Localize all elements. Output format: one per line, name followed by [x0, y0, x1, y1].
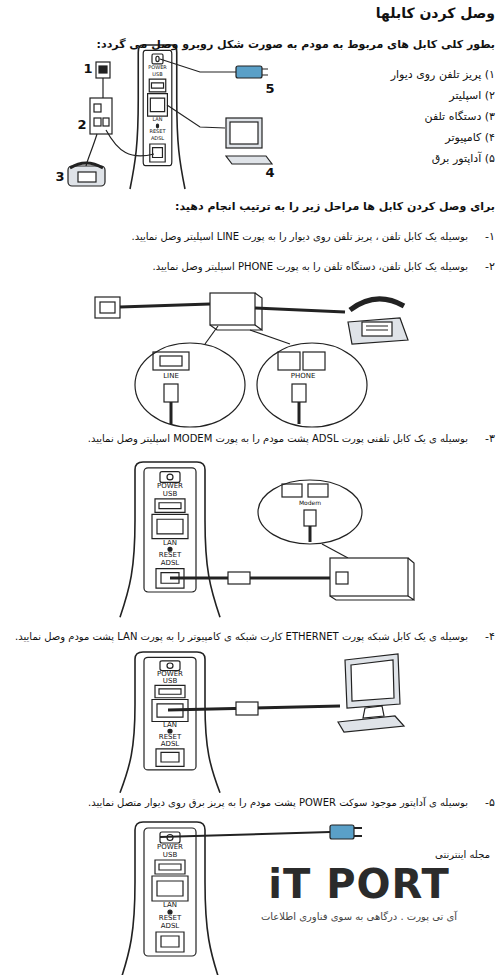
rj11-plug — [228, 572, 250, 584]
zoom-circle — [257, 343, 367, 427]
rj11-plug — [304, 510, 316, 526]
list-item: ۳) دستگاه تلفن — [300, 110, 495, 124]
port-label: POWER — [145, 671, 195, 678]
step-text: بوسیله یک کابل تلفن ، پریز تلفن روی دیوا… — [8, 230, 468, 243]
port-label: LAN — [145, 722, 195, 729]
list-item: ۵) آداپتور برق — [300, 152, 495, 166]
splitter — [210, 293, 262, 330]
rj45-plug — [236, 702, 258, 715]
port-label: ADSL — [145, 923, 195, 930]
step-number: -۲ — [470, 260, 495, 274]
phone-icon — [68, 163, 105, 186]
port-label: ADSL — [133, 136, 183, 141]
list-item: ۱) پریز تلفن روی دیوار — [300, 68, 495, 82]
computer-icon — [338, 654, 404, 732]
step-number: -۵ — [470, 796, 495, 810]
cable — [86, 134, 97, 166]
callout-number: 2 — [74, 118, 90, 131]
rj11-plug — [164, 384, 178, 424]
modem — [130, 45, 185, 189]
port-label: USB — [145, 491, 195, 498]
leader-line — [322, 544, 348, 558]
cable — [309, 526, 312, 542]
step-number: -۴ — [470, 630, 495, 644]
step-text: بوسیله ی آداپتور موجود سوکت POWER پشت مو… — [8, 796, 468, 809]
splitter — [330, 558, 414, 600]
port-label: RESET — [145, 734, 195, 741]
callout-number: 3 — [52, 170, 68, 183]
port-label: RESET — [145, 552, 195, 559]
line-port — [160, 356, 182, 366]
wall-jack — [96, 62, 110, 78]
splitter — [90, 98, 112, 134]
list-item: ۴) کامپیوتر — [300, 131, 495, 145]
computer-icon — [226, 118, 272, 164]
leader-line — [205, 326, 218, 344]
port-label: LAN — [133, 117, 183, 122]
cable — [106, 130, 154, 156]
step-number: -۳ — [470, 432, 495, 446]
port-label: POWER — [145, 483, 195, 490]
zoom-circle — [258, 480, 362, 544]
step-text: بوسیله یک کابل تلفن، دستگاه تلفن را به پ… — [8, 260, 468, 273]
watermark-text: آی تی پورت . درگاهی به سوی فناوری اطلاعا… — [228, 910, 490, 923]
modem — [120, 822, 220, 975]
port-label: USB — [145, 678, 195, 685]
watermark-logo: iT PORT — [228, 862, 490, 906]
port-label: USB — [133, 72, 183, 77]
phone-port — [303, 352, 325, 370]
watermark-text: مجله اینترنتی — [360, 848, 490, 861]
splitter-port — [282, 484, 302, 497]
intro-text: بطور کلی کابل های مربوط به مودم به صورت … — [8, 38, 495, 52]
power-adapter — [236, 66, 268, 78]
network-cable — [167, 105, 225, 128]
cable — [102, 78, 103, 98]
phone-port — [278, 352, 300, 370]
cable — [255, 308, 345, 312]
modem — [120, 652, 220, 793]
power-adapter — [330, 825, 362, 839]
zoom-circle — [135, 343, 245, 427]
port-label: LAN — [145, 540, 195, 547]
line-port — [153, 352, 189, 370]
rj11-plug — [292, 384, 306, 424]
callout-number: 5 — [262, 82, 278, 95]
power-cable — [160, 59, 236, 72]
port-label: ADSL — [145, 741, 195, 748]
phone-icon — [348, 299, 408, 344]
callout-number: 1 — [80, 62, 96, 75]
step-text: بوسیله ی یک کابل شبکه پورت ETHERNET کارت… — [8, 630, 468, 643]
step-number: -۱ — [470, 230, 495, 244]
splitter-port — [308, 484, 328, 497]
port-label: RESET — [133, 129, 183, 134]
port-label: Modem — [290, 500, 330, 506]
modem — [120, 462, 220, 617]
port-label: PHONE — [283, 373, 323, 380]
port-label: LAN — [145, 902, 195, 909]
section-heading: برای وصل کردن کابل ها مراحل زیر را به تر… — [8, 200, 495, 214]
port-label: ADSL — [145, 560, 195, 567]
wall-jack — [95, 297, 120, 318]
power-cable — [160, 832, 330, 837]
port-label: USB — [145, 852, 195, 859]
callout-number: 4 — [262, 166, 278, 179]
port-label: RESET — [145, 915, 195, 922]
page-title: وصل کردن کابلها — [240, 4, 495, 22]
port-label: POWER — [145, 844, 195, 851]
cable — [120, 304, 210, 307]
port-label: LINE — [151, 373, 191, 380]
leader-line — [250, 330, 290, 344]
step-text: بوسیله ی یک کابل تلفنی پورت ADSL پشت مود… — [8, 432, 468, 445]
list-item: ۲) اسپلیتر — [300, 89, 495, 103]
port-label: POWER — [133, 65, 183, 70]
